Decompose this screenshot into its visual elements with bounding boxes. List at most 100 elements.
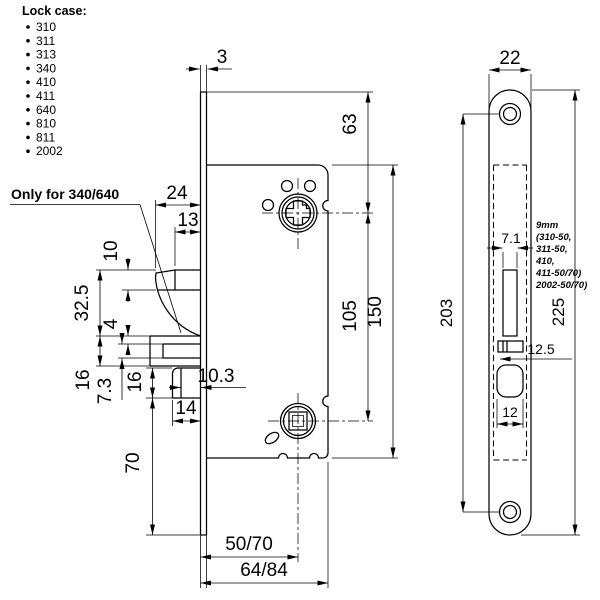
hook-callout: Only for 340/640 <box>10 186 182 334</box>
leader-line <box>10 204 182 334</box>
lock-case-list: Lock case: 310 311 313 340 410 411 640 8… <box>22 4 87 158</box>
dim-label: 225 <box>549 298 568 326</box>
bullet-icon <box>26 135 30 140</box>
latch-front <box>496 364 524 398</box>
hook-bolt <box>154 269 201 337</box>
bullet-icon <box>26 80 30 84</box>
dim-guard-height: 16 <box>73 336 103 391</box>
front-view: 22 7.1 12.5 12 203 2 <box>437 48 587 536</box>
list-item: 2002 <box>36 144 63 158</box>
list-item: 340 <box>36 61 56 75</box>
dim-top-to-hub: 63 <box>340 92 371 213</box>
list-heading: Lock case: <box>22 4 87 18</box>
dim-label: 4 <box>101 318 122 329</box>
bullet-icon <box>26 52 30 57</box>
plate-screw-hole-bottom <box>498 500 522 524</box>
only-for-label: Only for 340/640 <box>11 186 119 202</box>
dim-plate-width: 22 <box>488 48 532 108</box>
list-item: 311 <box>36 34 55 48</box>
dim-nose-height: 10 <box>101 240 156 302</box>
bullet-icon <box>26 121 30 126</box>
dim-backset: 50/70 <box>200 534 298 560</box>
dim-plate-thickness: 3 <box>186 47 232 72</box>
dim-label: 10.3 <box>198 366 235 387</box>
note-line: 311-50, <box>536 244 568 255</box>
follower <box>264 393 373 562</box>
dim-label: 24 <box>166 183 188 204</box>
list-item: 810 <box>36 117 56 131</box>
dim-label: 13 <box>177 210 198 231</box>
bullet-icon <box>26 94 30 98</box>
dim-case-height: 150 <box>365 165 396 458</box>
dim-latch-throw: 14 <box>172 398 201 424</box>
dim-guard-throw: 7.3 <box>95 333 125 404</box>
dim-label: 3 <box>217 47 228 68</box>
list-item: 313 <box>36 48 56 62</box>
note-line: 2002-50/70) <box>535 280 587 291</box>
dim-label: 22 <box>499 48 520 69</box>
dim-label: 7.3 <box>95 378 116 404</box>
dim-hook-reach: 24 <box>155 183 201 268</box>
faceplate-side <box>199 65 373 588</box>
dim-latch-height: 16 <box>125 368 155 398</box>
list-item: 640 <box>36 103 56 117</box>
list-item: 411 <box>36 89 55 103</box>
dim-label: 12 <box>502 404 518 420</box>
dim-hook-slot: 7.1 <box>487 230 533 268</box>
dim-case-depth: 64/84 <box>200 462 329 588</box>
bullet-icon <box>26 39 30 43</box>
dim-label: 12.5 <box>527 341 554 357</box>
list-item: 310 <box>36 20 56 34</box>
list-item: 410 <box>36 75 56 89</box>
spindle-cross-hole <box>285 200 311 226</box>
dim-label: 16 <box>125 371 146 392</box>
dim-hook-nose: 13 <box>174 210 201 266</box>
deadbolt-profile <box>96 335 201 367</box>
bullet-icon <box>26 108 30 112</box>
note-line: 410, <box>535 256 555 267</box>
bullet-icon <box>26 25 30 29</box>
rivet-slot <box>264 431 280 445</box>
dim-hook-height: 32.5 <box>72 269 156 336</box>
dim-bolt-slot: 12.5 <box>500 341 572 362</box>
note-line: (310-50, <box>536 232 571 243</box>
dim-label: 63 <box>340 113 361 134</box>
dim-label: 70 <box>123 452 144 473</box>
dim-label: 16 <box>73 369 94 390</box>
dim-step: 4 <box>101 318 131 355</box>
bullet-icon <box>26 66 30 71</box>
screw-hole <box>303 179 317 193</box>
list-item: 811 <box>36 130 55 144</box>
note-line: 411-50/70) <box>535 268 581 279</box>
hook-slot <box>502 269 518 337</box>
screw-hole <box>280 179 294 193</box>
lock-body <box>206 164 329 459</box>
spindle-hub <box>261 178 373 252</box>
plate-screw-hole-top <box>498 102 522 126</box>
dim-hole-centers: 203 <box>437 113 499 513</box>
side-view: Only for 340/640 3 24 13 10 <box>10 47 398 588</box>
dim-label: 64/84 <box>240 560 288 581</box>
note-line: 9mm <box>536 220 559 231</box>
dim-label: 50/70 <box>225 534 273 555</box>
latch-bolt <box>146 367 201 536</box>
dim-label: 10 <box>101 240 122 261</box>
dim-latch-width: 12 <box>496 399 524 428</box>
dim-label: 150 <box>365 296 386 328</box>
faceplate-front <box>488 89 532 536</box>
follower-square-note: 9mm (310-50, 311-50, 410, 411-50/70) 200… <box>535 220 587 291</box>
dim-label: 203 <box>437 299 456 327</box>
screw-hole <box>261 198 275 212</box>
follower-square-hole <box>288 411 308 431</box>
dim-label: 7.1 <box>501 230 521 246</box>
deadbolt-slot <box>497 340 524 353</box>
dim-latch-inset: 10.3 <box>169 366 246 390</box>
bullet-icon <box>26 149 30 153</box>
dim-label: 14 <box>175 398 197 419</box>
dim-label: 32.5 <box>72 285 93 322</box>
dim-label: 105 <box>340 300 361 332</box>
dim-plate-length: 225 <box>521 89 580 536</box>
dim-hub-to-follower: 105 <box>340 213 371 421</box>
